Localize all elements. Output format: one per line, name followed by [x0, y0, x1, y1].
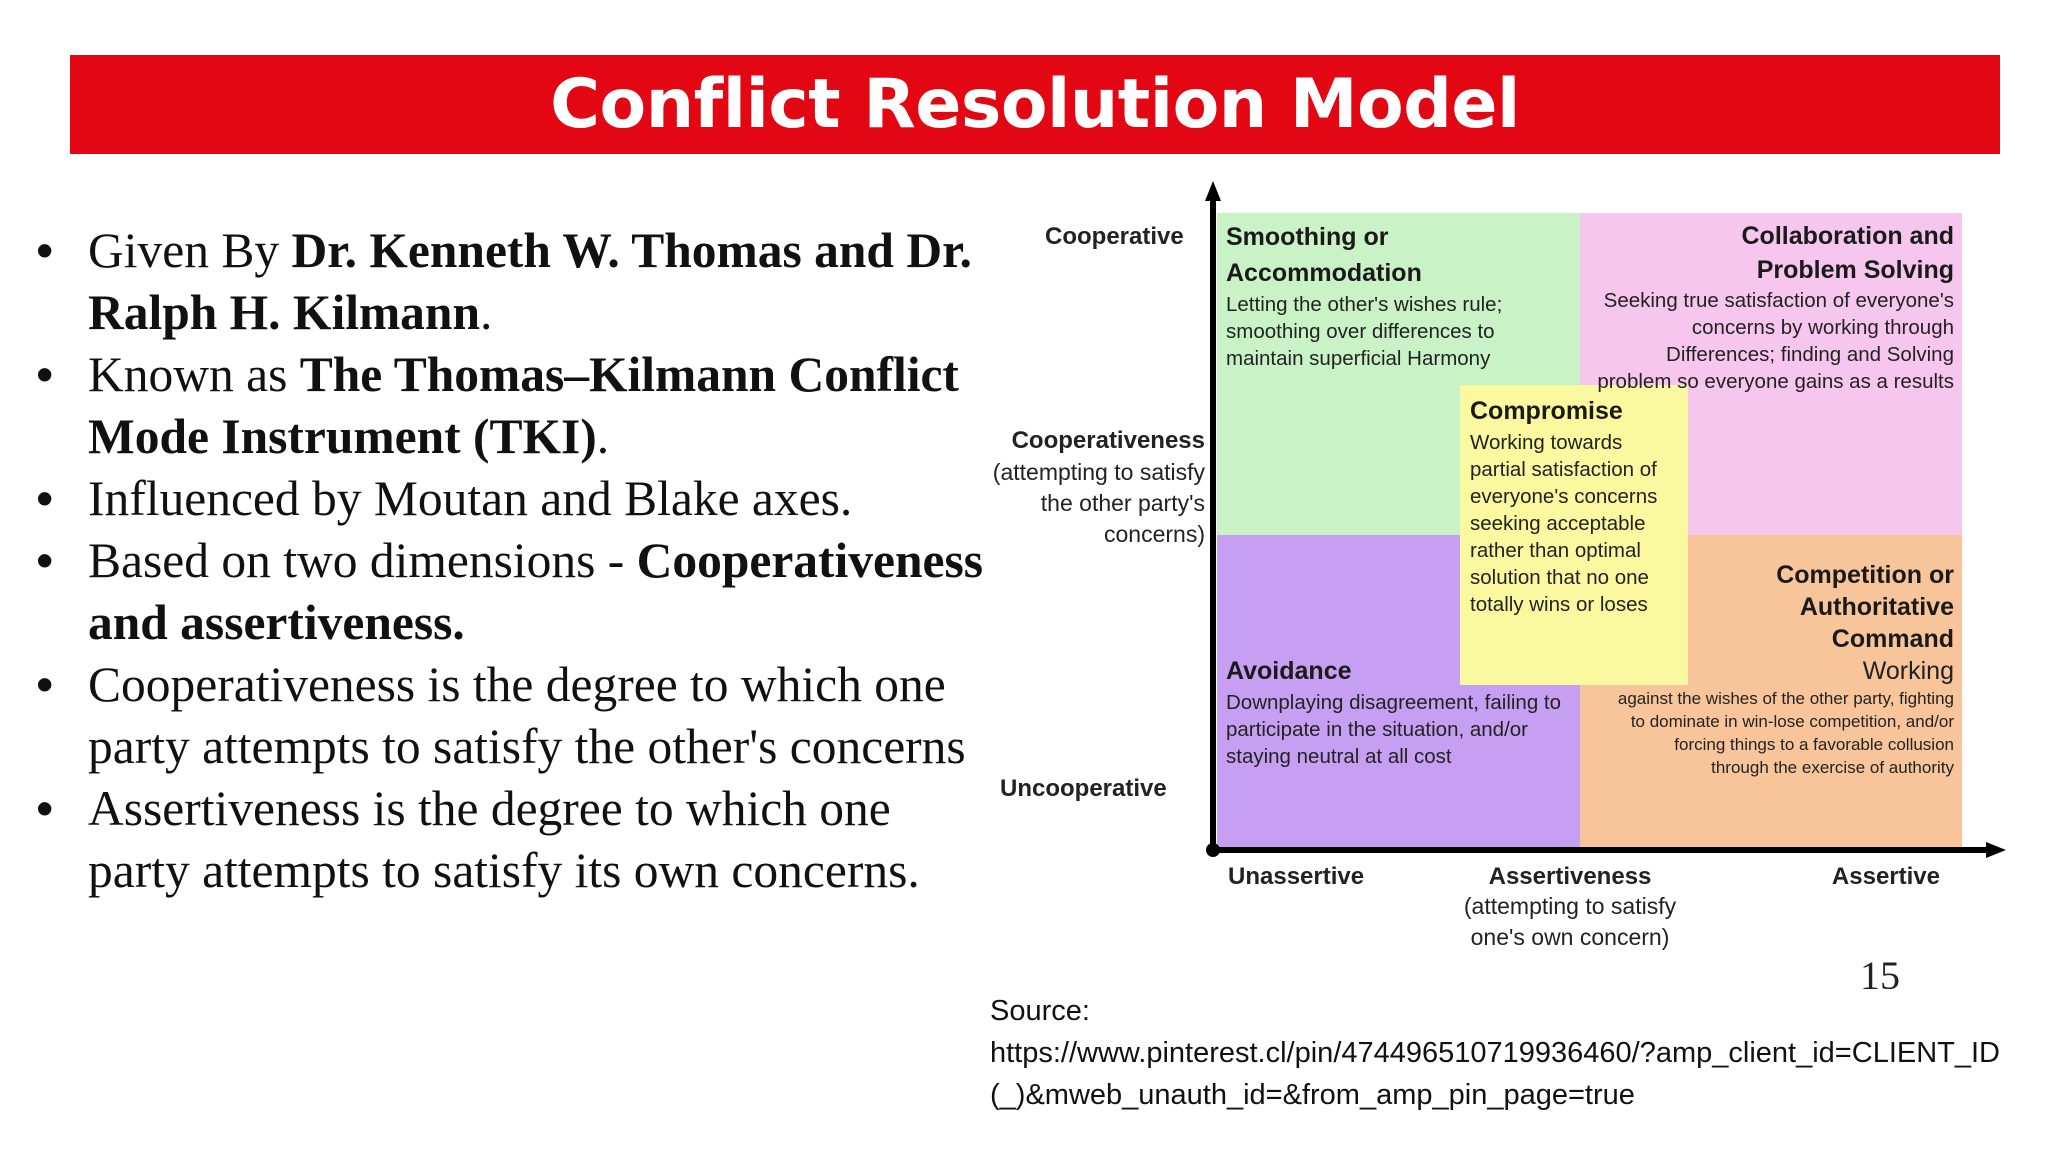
compromise-body: Working towards partial satisfaction of … [1470, 431, 1658, 616]
compromise-heading: Compromise [1470, 397, 1623, 425]
bullet-text: . [596, 409, 610, 464]
compromise-text: Compromise Working towards partial satis… [1470, 393, 1682, 618]
bullet-item: Assertiveness is the degree to which one… [30, 778, 990, 902]
bullet-bold-text: Cooperativeness and assertiveness. [88, 533, 984, 650]
bullet-item: Cooperativeness is the degree to which o… [30, 654, 990, 778]
avoidance-text: Avoidance Downplaying disagreement, fail… [1226, 653, 1566, 770]
bullet-list: Given By Dr. Kenneth W. Thomas and Dr. R… [30, 220, 990, 902]
source-label: Source: [990, 995, 1090, 1027]
bullet-bold-text: The Thomas–Kilmann Conflict Mode Instrum… [88, 347, 959, 464]
y-axis-desc: (attempting to satisfy the other party's… [992, 459, 1205, 547]
collaboration-text: Collaboration and Problem Solving Seekin… [1592, 219, 1954, 395]
bullet-item: Influenced by Moutan and Blake axes. [30, 468, 990, 530]
bullet-text: Known as [88, 347, 300, 402]
y-axis-arrow-icon [1205, 181, 1221, 201]
x-axis-desc: (attempting to satisfy one's own concern… [1463, 893, 1677, 950]
x-axis-name: Assertiveness [1488, 863, 1652, 890]
x-axis-arrow-icon [1986, 842, 2006, 858]
avoidance-heading: Avoidance [1226, 657, 1352, 685]
bullet-item: Based on two dimensions - Cooperativenes… [30, 530, 990, 654]
axis-origin [1206, 843, 1220, 857]
accommodation-text: Smoothing or Accommodation Letting the o… [1226, 219, 1566, 372]
y-axis-name: Cooperativeness [1011, 427, 1205, 454]
bullet-bold-text: Dr. Kenneth W. Thomas and Dr. Ralph H. K… [88, 223, 972, 340]
bullet-text: Cooperativeness is the degree to which o… [88, 657, 966, 774]
bullet-text: . [480, 285, 493, 340]
y-axis-bottom-label: Uncooperative [1000, 775, 1167, 802]
competition-body-lead: Working [1862, 657, 1954, 685]
x-axis-left-label: Unassertive [1228, 863, 1365, 890]
bullet-text: Assertiveness is the degree to which one… [88, 781, 920, 898]
axes [1205, 181, 2006, 858]
tki-diagram: Smoothing or Accommodation Letting the o… [980, 175, 2020, 1000]
source-url: https://www.pinterest.cl/pin/47449651071… [990, 1037, 2001, 1111]
bullet-item: Known as The Thomas–Kilmann Conflict Mod… [30, 344, 990, 468]
page-title: Conflict Resolution Model [550, 65, 1520, 144]
collaboration-heading: Collaboration and Problem Solving [1741, 222, 1955, 284]
page-number: 15 [1860, 953, 1900, 998]
collaboration-body: Seeking true satisfaction of everyone's … [1597, 289, 1954, 393]
source-citation: Source: https://www.pinterest.cl/pin/474… [990, 990, 2020, 1116]
accommodation-body: Letting the other's wishes rule; smoothi… [1226, 293, 1503, 370]
competition-body: against the wishes of the other party, f… [1617, 689, 1954, 777]
x-axis-right-label: Assertive [1831, 863, 1940, 890]
title-banner: Conflict Resolution Model [70, 55, 2000, 154]
bullet-text: Based on two dimensions - [88, 533, 637, 588]
avoidance-body: Downplaying disagreement, failing to par… [1226, 691, 1562, 768]
quadrant-compromise [1460, 385, 1688, 685]
y-axis-top-label: Cooperative [1045, 223, 1184, 250]
accommodation-heading: Smoothing or Accommodation [1226, 223, 1422, 287]
bullet-text: Influenced by Moutan and Blake axes. [88, 471, 853, 526]
competition-heading: Competition or Authoritative Command [1776, 561, 1954, 653]
bullet-item: Given By Dr. Kenneth W. Thomas and Dr. R… [30, 220, 990, 344]
competition-text: Competition or Authoritative Command Wor… [1592, 559, 1954, 779]
bullet-text: Given By [88, 223, 292, 278]
